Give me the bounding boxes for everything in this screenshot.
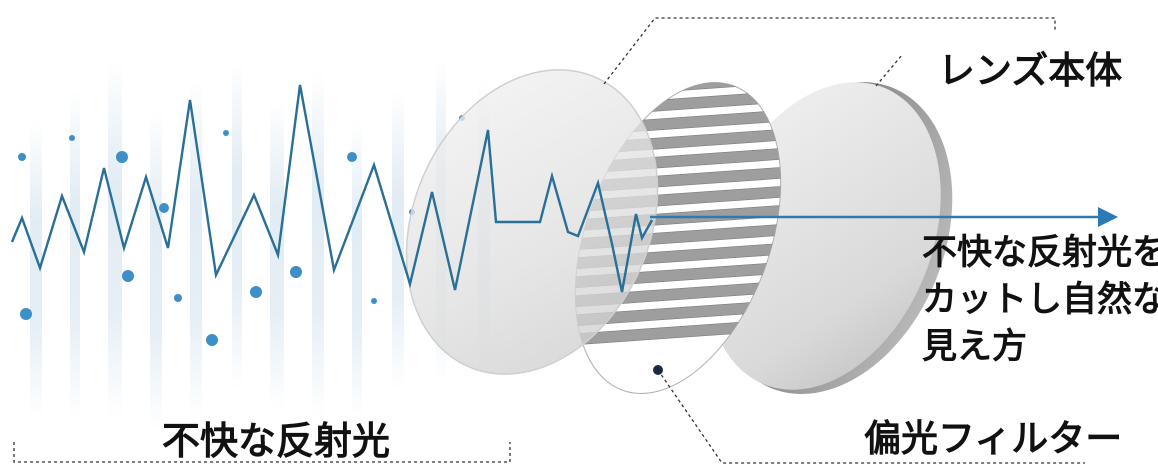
lens-body-label: レンズ本体: [938, 40, 1122, 94]
particle: [290, 266, 302, 278]
particle: [174, 294, 182, 302]
result-description-label: 不快な反射光を カットし自然な 見え方: [922, 230, 1158, 371]
haze-bar: [108, 60, 122, 420]
haze-bar: [150, 110, 162, 430]
haze-bar: [312, 70, 324, 420]
filter-stripe: [540, 13, 820, 44]
back-lens-leader-line: [876, 55, 902, 86]
haze-bar: [392, 90, 404, 390]
particle: [18, 153, 26, 161]
particle: [206, 334, 218, 346]
haze-bar: [352, 120, 362, 420]
result-line-2: カットし自然な: [922, 277, 1158, 324]
particle: [347, 152, 357, 162]
particle: [371, 298, 377, 304]
result-line-1: 不快な反射光を: [922, 230, 1158, 277]
filter-marker-dot: [653, 365, 663, 375]
haze-bar: [190, 80, 202, 420]
particle: [122, 270, 134, 282]
particle: [116, 151, 128, 163]
particle: [223, 130, 229, 136]
result-line-3: 見え方: [922, 324, 1158, 371]
filter-stripe: [540, 32, 820, 63]
polarizing-filter-label: 偏光フィルター: [864, 408, 1122, 462]
particle: [250, 286, 262, 298]
particle: [20, 308, 32, 320]
particle: [69, 135, 75, 141]
particle: [159, 203, 169, 213]
unpleasant-reflection-label: 不快な反射光: [162, 410, 390, 465]
